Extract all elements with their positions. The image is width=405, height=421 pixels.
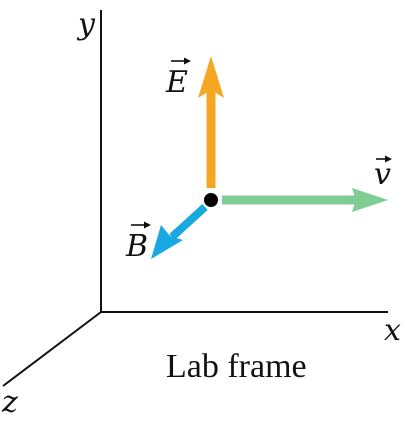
charge-dot [204,193,218,207]
magnetic-field-label: B [125,229,148,264]
magnetic-field-shaft [169,204,208,240]
velocity-label: v [374,157,391,192]
electric-field-head [198,56,224,98]
z-axis-label: z [1,385,18,420]
label-B: B [125,221,151,264]
y-axis-label: y [76,7,96,42]
velocity-vector [222,188,388,212]
x-axis-label: x [384,313,401,348]
electric-field-vector [198,56,224,188]
caption: Lab frame [166,348,307,385]
label-v: v [374,155,392,192]
v-arrow-accent [376,155,392,163]
z-axis [2,311,102,387]
B-arrow-accent [131,221,151,229]
magnetic-field-vector [151,204,208,259]
axes [2,10,388,387]
velocity-vector-head [352,188,388,212]
magnetic-field-head [151,225,183,259]
E-arrow-accent [171,57,191,65]
label-E: E [165,57,191,100]
electric-field-label: E [165,65,188,100]
